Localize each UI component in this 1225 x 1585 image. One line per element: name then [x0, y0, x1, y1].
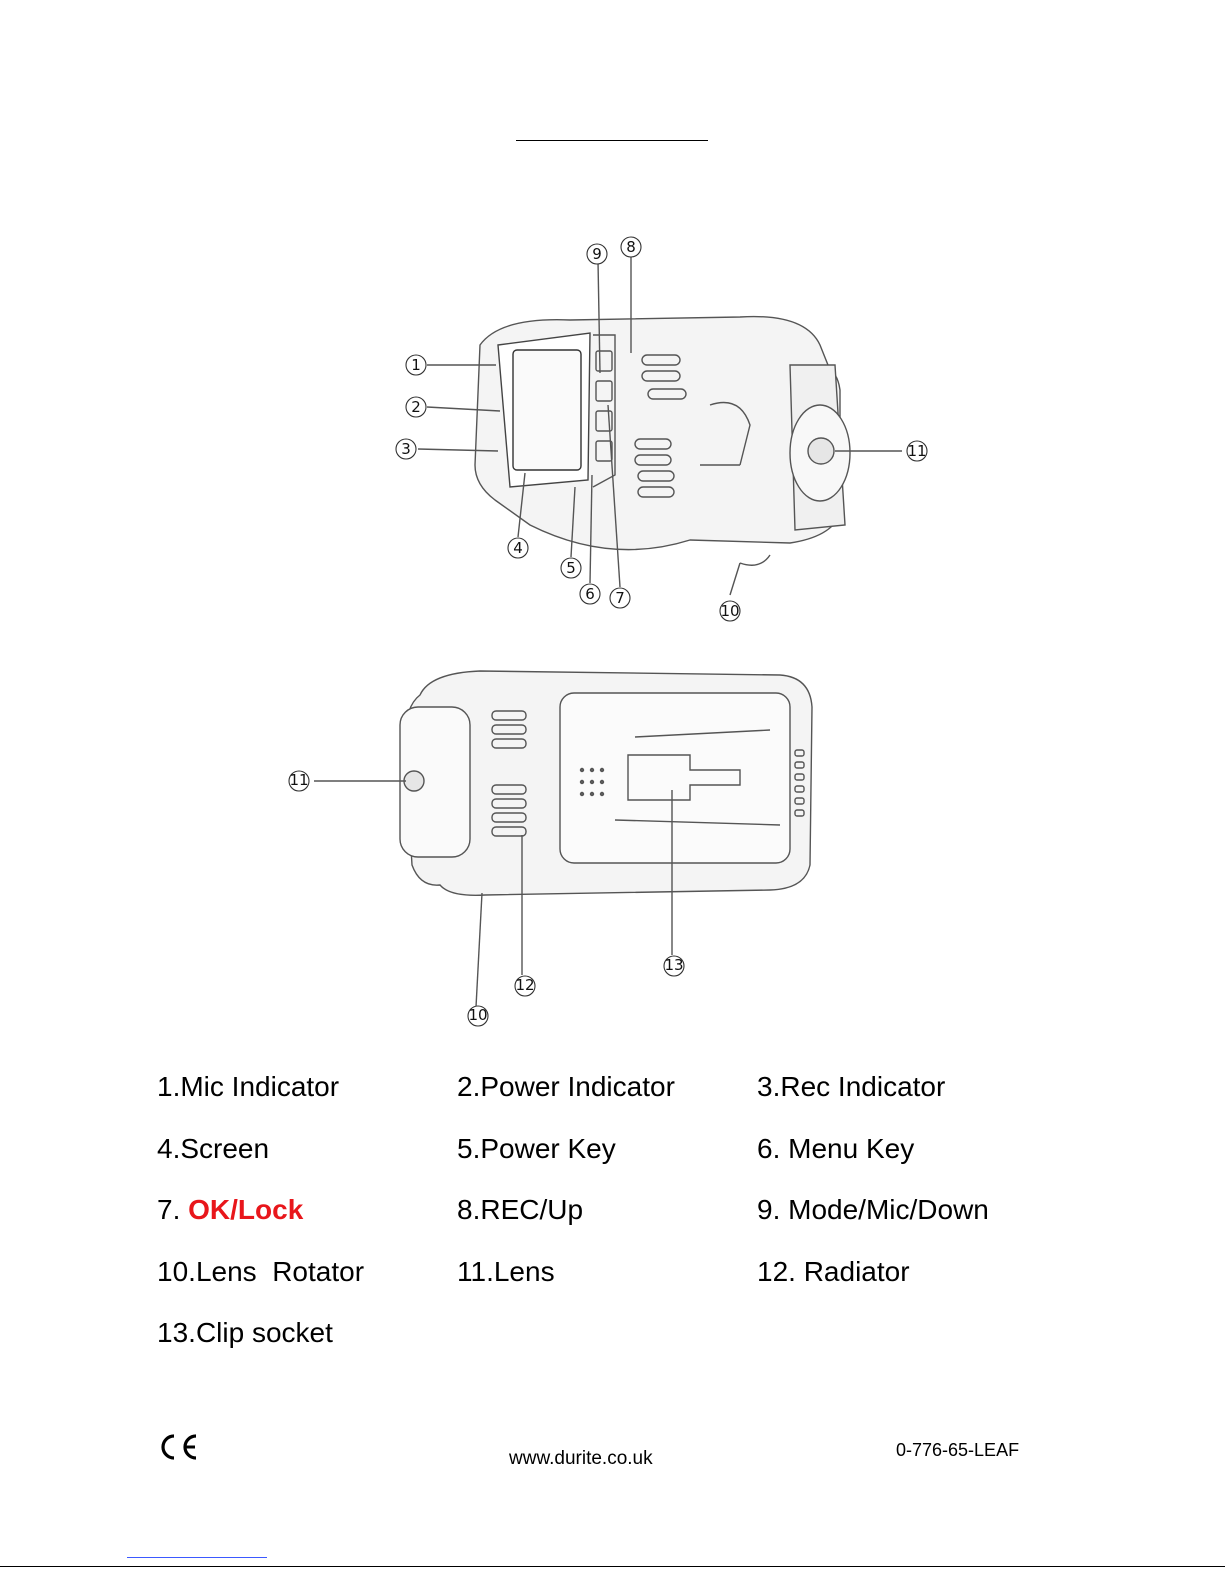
svg-text:7: 7 — [615, 589, 625, 607]
legend-item-lens-rotator: 10.Lens Rotator — [157, 1251, 457, 1313]
svg-text:10: 10 — [720, 602, 739, 620]
svg-text:5: 5 — [566, 559, 576, 577]
legend-item-power-key: 5.Power Key — [457, 1128, 757, 1190]
legend-item-mic-indicator: 1.Mic Indicator — [157, 1066, 457, 1128]
svg-text:8: 8 — [626, 238, 636, 256]
page-bottom-rule — [0, 1566, 1225, 1567]
legend-item-mode-mic-down: 9. Mode/Mic/Down — [757, 1189, 1057, 1251]
website-url: www.durite.co.uk — [509, 1448, 653, 1470]
legend-item-ok-lock: 7. OK/Lock — [157, 1189, 457, 1251]
legend-item-power-indicator: 2.Power Indicator — [457, 1066, 757, 1128]
legend-row: 13.Clip socket — [157, 1312, 1057, 1374]
svg-text:11: 11 — [907, 442, 926, 460]
dash-camera-diagram: 1 2 3 4 5 6 7 8 9 10 11 11 12 13 10 — [270, 225, 970, 1035]
svg-text:6: 6 — [585, 585, 595, 603]
legend-item-screen: 4.Screen — [157, 1128, 457, 1190]
svg-text:3: 3 — [401, 440, 411, 458]
svg-text:11: 11 — [289, 771, 308, 789]
svg-text:4: 4 — [513, 539, 523, 557]
bottom-link-underline — [127, 1557, 267, 1558]
legend-item-lens: 11.Lens — [457, 1251, 757, 1313]
camera-front-view — [418, 253, 902, 595]
legend-item-rec-indicator: 3.Rec Indicator — [757, 1066, 1057, 1128]
legend-row: 10.Lens Rotator 11.Lens 12. Radiator — [157, 1251, 1057, 1313]
legend-row: 4.Screen 5.Power Key 6. Menu Key — [157, 1128, 1057, 1190]
legend-item-radiator: 12. Radiator — [757, 1251, 1057, 1313]
svg-text:12: 12 — [515, 976, 534, 994]
title-underline — [516, 140, 708, 141]
parts-legend: 1.Mic Indicator 2.Power Indicator 3.Rec … — [157, 1066, 1057, 1374]
svg-text:1: 1 — [411, 356, 421, 374]
legend-item-rec-up: 8.REC/Up — [457, 1189, 757, 1251]
camera-back-view — [314, 671, 812, 1007]
product-code: 0-776-65-LEAF — [896, 1440, 1019, 1461]
legend-item-clip-socket: 13.Clip socket — [157, 1312, 458, 1374]
legend-row: 7. OK/Lock 8.REC/Up 9. Mode/Mic/Down — [157, 1189, 1057, 1251]
legend-row: 1.Mic Indicator 2.Power Indicator 3.Rec … — [157, 1066, 1057, 1128]
svg-text:9: 9 — [592, 245, 602, 263]
legend-item-menu-key: 6. Menu Key — [757, 1128, 1057, 1190]
ce-mark-logo — [160, 1432, 200, 1467]
svg-text:2: 2 — [411, 398, 421, 416]
svg-text:13: 13 — [664, 956, 683, 974]
svg-text:10: 10 — [468, 1006, 487, 1024]
